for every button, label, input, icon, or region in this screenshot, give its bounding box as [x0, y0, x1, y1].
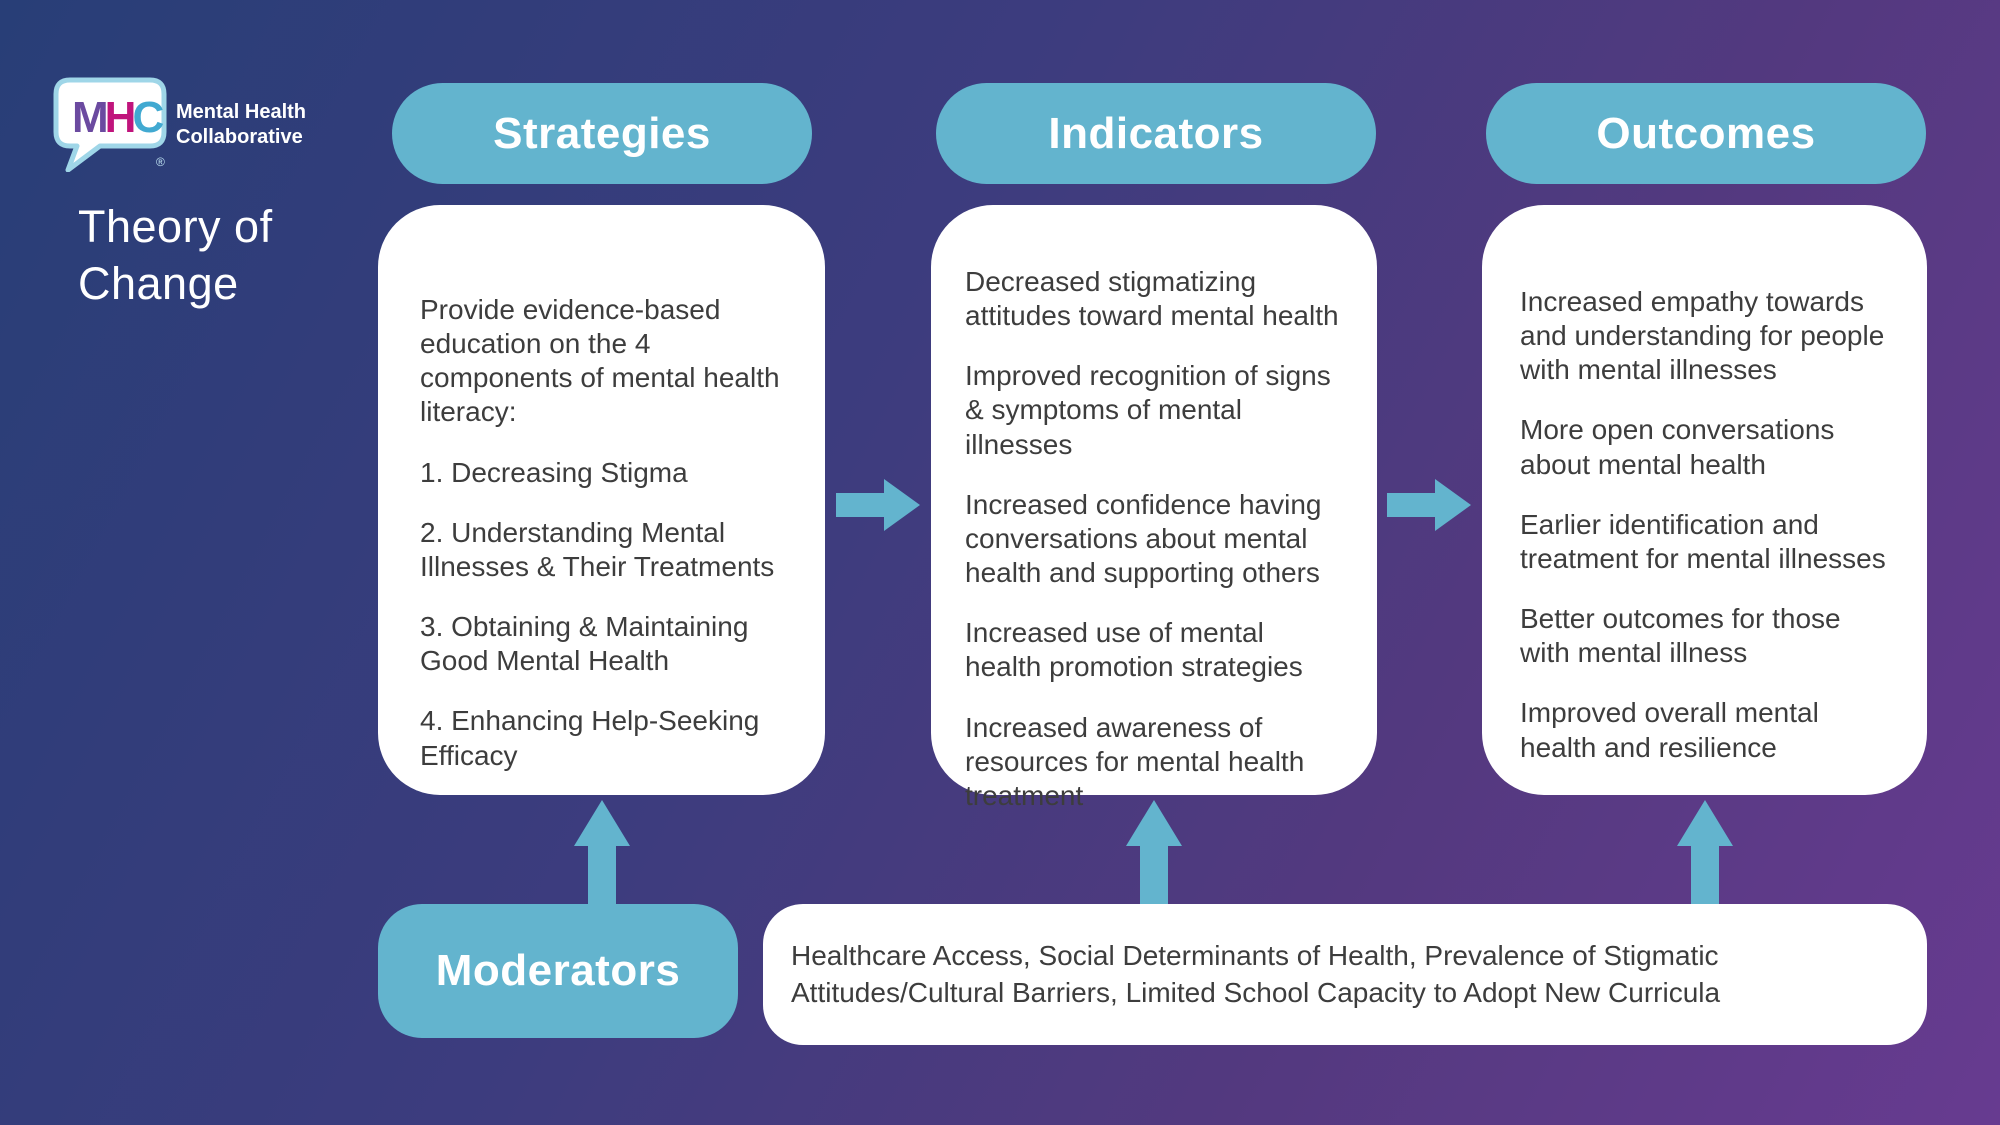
moderators-box: Healthcare Access, Social Determinants o… — [763, 904, 1927, 1045]
indicators-item: Increased confidence having conversation… — [965, 488, 1322, 589]
org-name-line2: Collaborative — [176, 126, 303, 148]
org-name-line1: Mental Health — [176, 101, 307, 123]
registered-mark: ® — [156, 155, 165, 169]
strategies-box: Provide evidence-based education on the … — [378, 205, 825, 795]
outcomes-header-pill: Outcomes — [1486, 83, 1926, 184]
indicators-box: Decreased stigmatizing attitudes toward … — [931, 205, 1377, 811]
strategies-item: 2. Understanding Mental Illnesses & Thei… — [420, 516, 775, 582]
arrow-up-icon — [1126, 800, 1182, 904]
strategies-header-pill: Strategies — [392, 83, 812, 184]
mhc-letters: MHC — [72, 93, 163, 142]
moderators-pill: Moderators — [378, 904, 738, 1038]
logo-letter-c: C — [132, 93, 163, 142]
indicators-item: Improved recognition of signs & symptoms… — [965, 360, 1331, 460]
speech-bubble-icon: MHC ® — [53, 77, 167, 172]
org-name: Mental Health Collaborative — [176, 100, 306, 150]
strategies-item: 3. Obtaining & Maintaining Good Mental H… — [420, 611, 749, 677]
outcomes-box: Increased empathy towards and understand… — [1482, 205, 1927, 795]
indicators-item: Increased awareness of resources for men… — [965, 711, 1305, 811]
arrow-right-icon — [1387, 479, 1471, 531]
outcomes-item: More open conversations about mental hea… — [1520, 414, 1835, 480]
indicators-item: Decreased stigmatizing attitudes toward … — [965, 266, 1339, 332]
arrow-right-icon — [836, 479, 920, 531]
arrow-up-icon — [574, 800, 630, 904]
outcomes-item: Improved overall mental health and resil… — [1520, 697, 1819, 763]
strategies-item: Provide evidence-based education on the … — [420, 294, 780, 428]
outcomes-item: Increased empathy towards and understand… — [1520, 286, 1885, 386]
strategies-item: 4. Enhancing Help-Seeking Efficacy — [420, 705, 760, 771]
outcomes-item: Earlier identification and treatment for… — [1520, 508, 1886, 574]
page-title: Theory of Change — [78, 198, 273, 312]
logo-letter-h: H — [105, 93, 134, 142]
strategies-item: 1. Decreasing Stigma — [420, 456, 688, 488]
page-title-line2: Change — [78, 258, 239, 310]
moderators-text: Healthcare Access, Social Determinants o… — [791, 940, 1721, 1008]
logo-letter-m: M — [72, 93, 106, 142]
arrow-up-icon — [1677, 800, 1733, 904]
mhc-logo: MHC ® Mental Health Collaborative — [50, 76, 306, 172]
indicators-item: Increased use of mental health promotion… — [965, 617, 1303, 683]
indicators-header-pill: Indicators — [936, 83, 1376, 184]
page-title-line1: Theory of — [78, 201, 273, 252]
outcomes-item: Better outcomes for those with mental il… — [1520, 603, 1841, 669]
